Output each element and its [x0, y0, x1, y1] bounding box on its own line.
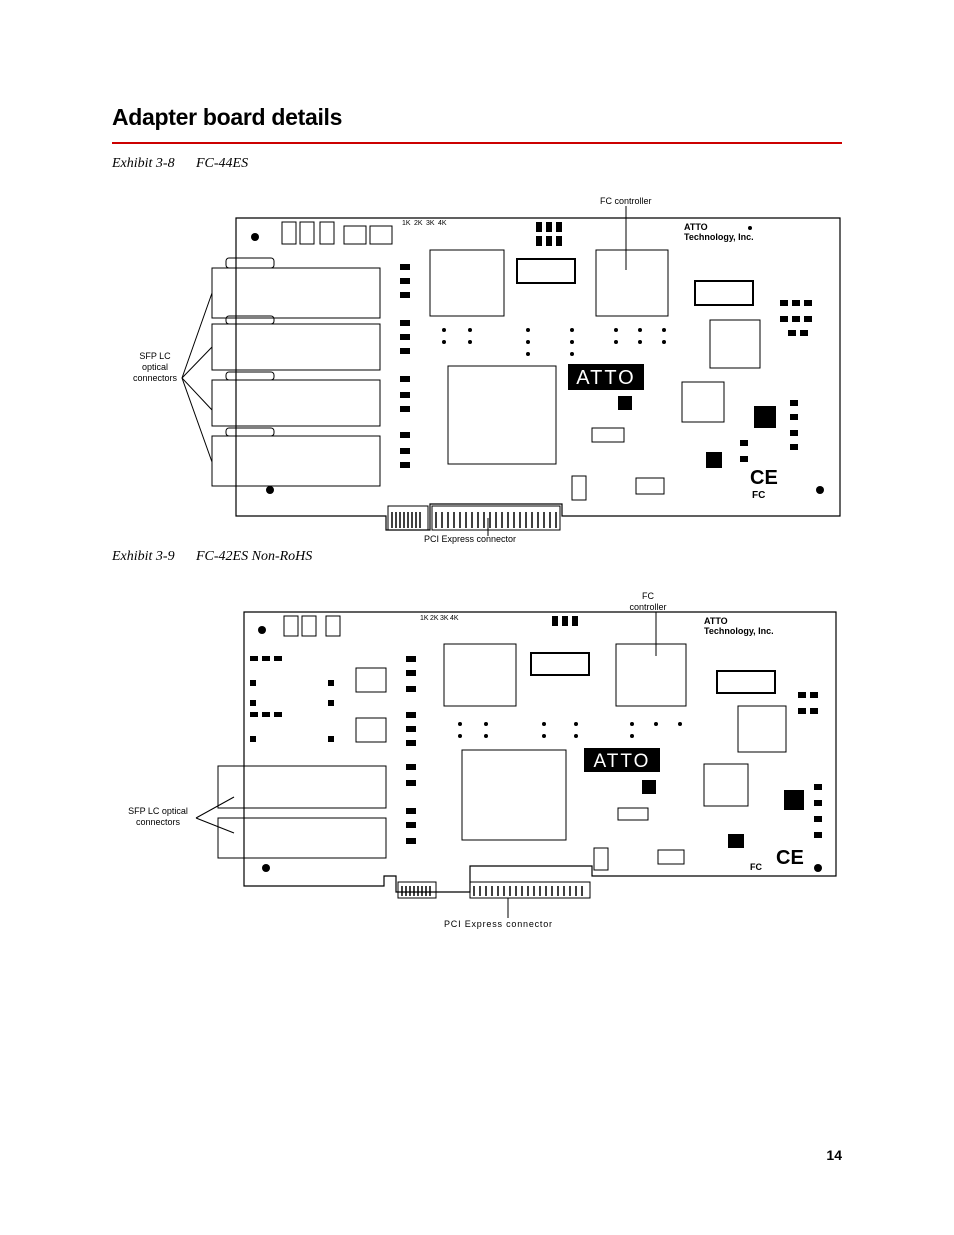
company-name: ATTO [684, 222, 708, 232]
company-name-line2: Technology, Inc. [684, 232, 754, 242]
sfp-callout-line: SFP LC optical [128, 806, 188, 816]
led-label: 3K [426, 220, 435, 227]
exhibit-number: Exhibit 3-8 [112, 156, 175, 171]
board-figure-fc44es: 1K 2K 3K 4K [133, 196, 841, 544]
atto-logo: ATTO [594, 751, 651, 772]
company-name-line2: Technology, Inc. [704, 626, 774, 636]
sfp-callout-line: connectors [136, 817, 181, 827]
company-name: ATTO [704, 616, 728, 626]
ce-mark: CE [750, 467, 778, 489]
section-title: Adapter board details [112, 104, 343, 130]
pci-callout: PCI Express connector [444, 919, 553, 929]
led-label: 4K [438, 220, 447, 227]
ce-mark: CE [776, 847, 804, 869]
sfp-callout-line: SFP LC [139, 351, 171, 361]
sfp-callout-line: optical [142, 362, 168, 372]
exhibit-caption: Exhibit 3-9 FC-42ES Non-RoHS [112, 549, 312, 565]
board-figure-fc42es: 1K 2K 3K 4K ATTO ATTO Technology, Inc. [128, 591, 837, 929]
fc-controller-callout-line: FC [642, 591, 654, 601]
exhibit-caption: Exhibit 3-8 FC-44ES [112, 156, 248, 172]
exhibit-title: FC-44ES [196, 156, 249, 171]
led-label: 4K [450, 615, 459, 622]
page-number: 14 [826, 1147, 842, 1163]
fc-mark: FC [752, 490, 765, 501]
atto-logo: ATTO [576, 367, 635, 389]
exhibit-number: Exhibit 3-9 [112, 549, 175, 564]
led-label: 2K [430, 615, 439, 622]
pci-callout: PCI Express connector [424, 534, 516, 544]
fc-controller-callout-line: controller [629, 602, 666, 612]
led-label: 3K [440, 615, 449, 622]
title-rule [112, 142, 842, 144]
led-label: 2K [414, 220, 423, 227]
sfp-callout-line: connectors [133, 373, 178, 383]
exhibit-title: FC-42ES Non-RoHS [196, 549, 313, 564]
fc-mark: FC [750, 862, 762, 872]
led-label: 1K [420, 615, 429, 622]
led-label: 1K [402, 220, 411, 227]
fc-controller-callout: FC controller [600, 196, 652, 206]
